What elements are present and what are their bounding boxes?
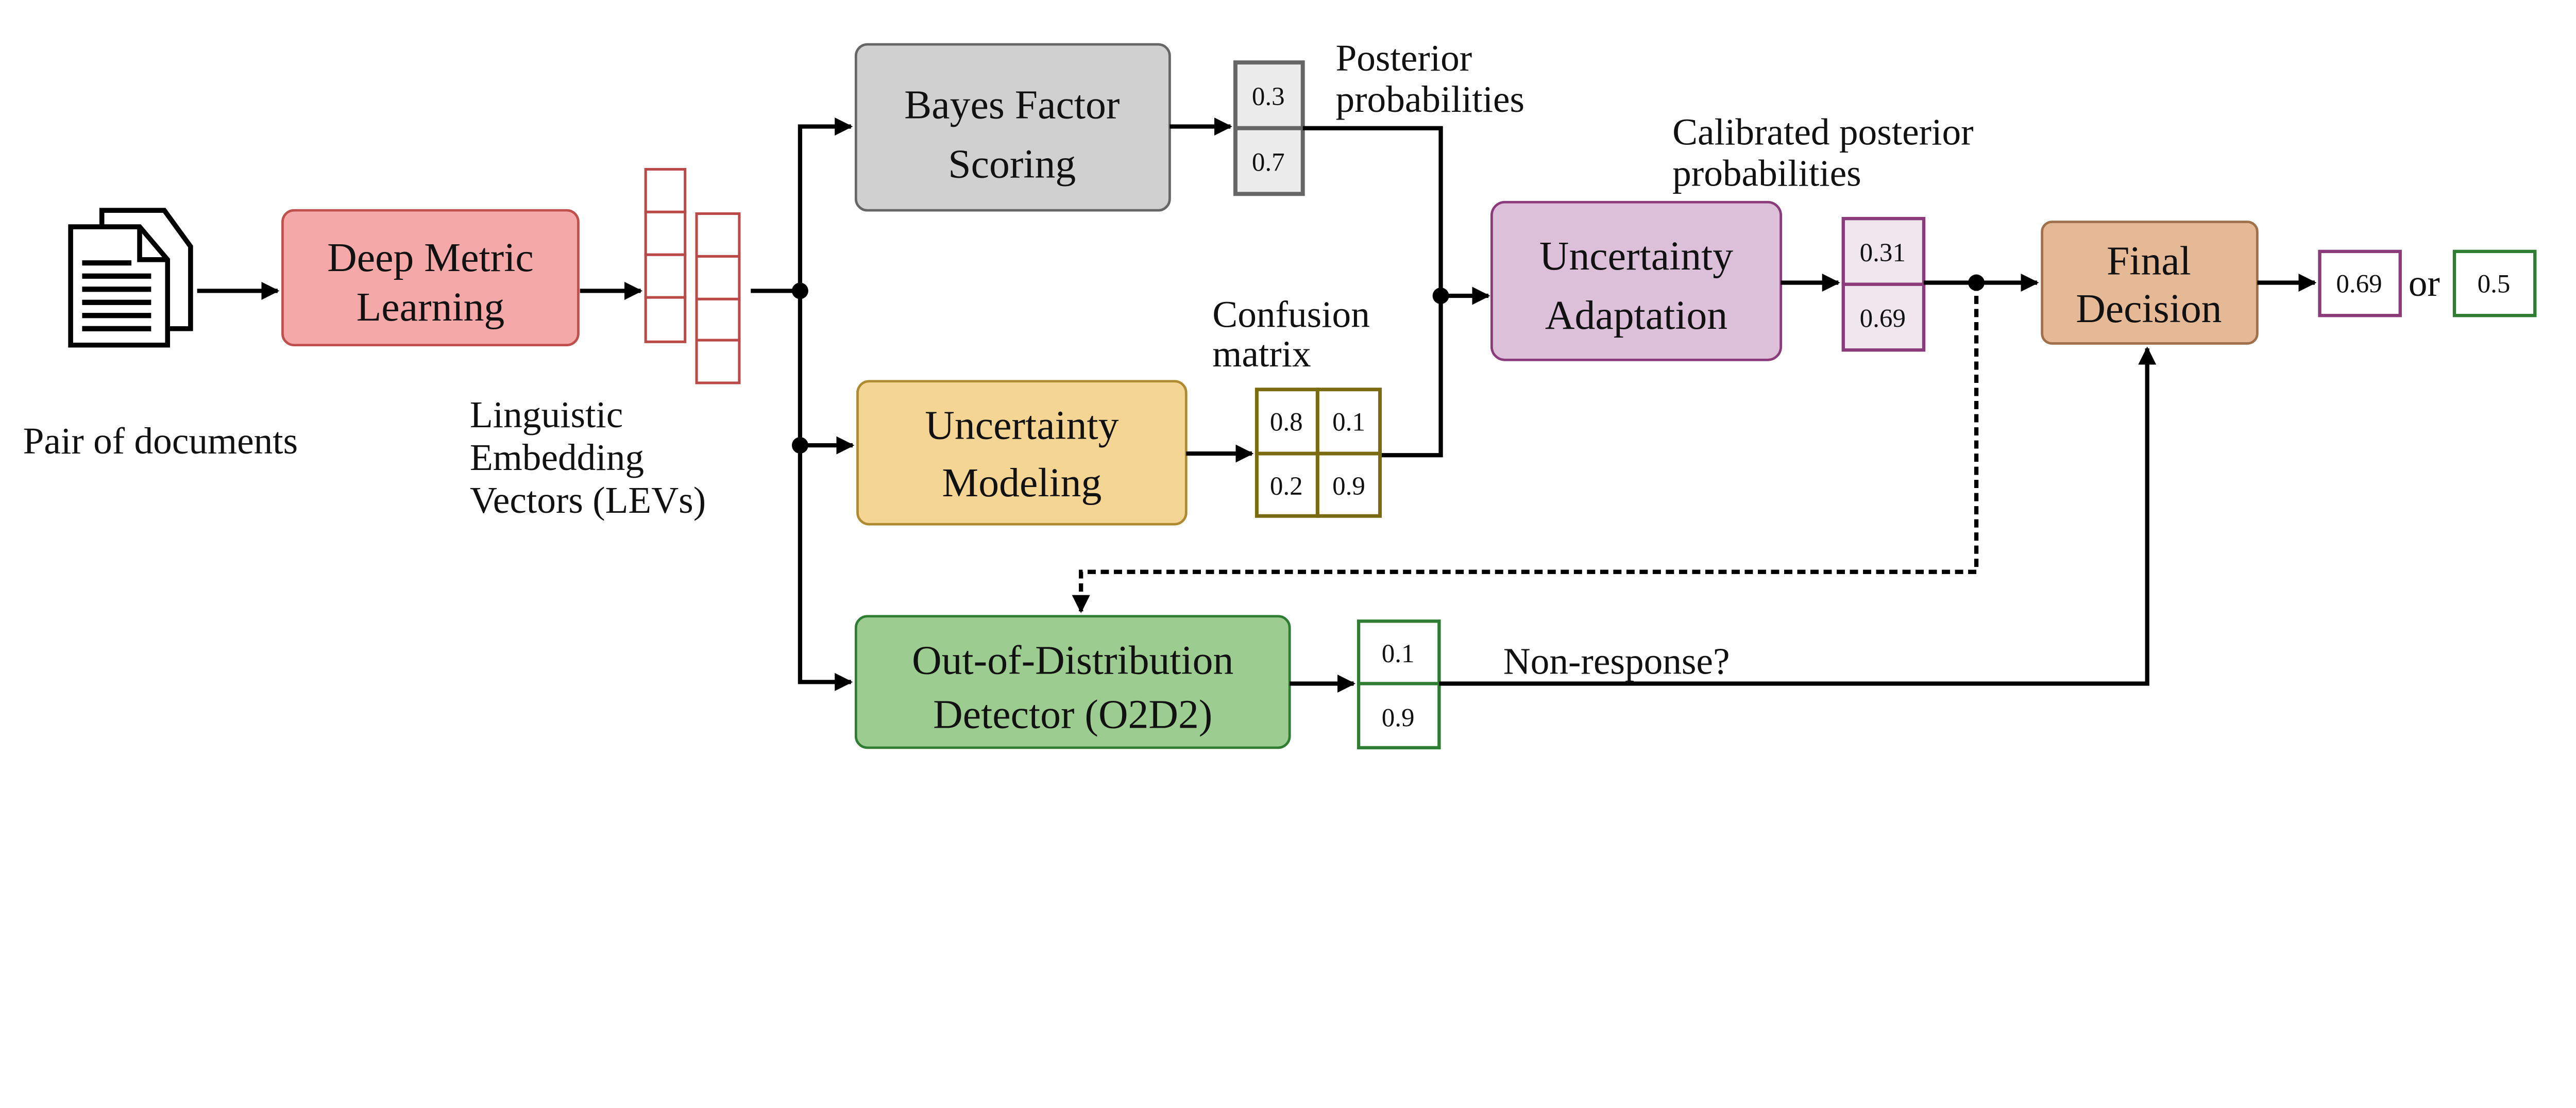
pair-of-documents-label: Pair of documents — [23, 420, 298, 462]
svg-text:Uncertainty: Uncertainty — [1539, 233, 1733, 279]
box-label: Deep Metric — [327, 235, 534, 280]
posterior-probabilities-label: Posterior probabilities — [1335, 37, 1524, 120]
documents-icon — [68, 208, 193, 348]
svg-text:probabilities: probabilities — [1335, 78, 1524, 120]
svg-text:0.8: 0.8 — [1270, 408, 1303, 437]
svg-text:0.9: 0.9 — [1382, 703, 1415, 732]
svg-text:0.1: 0.1 — [1382, 640, 1415, 668]
uncertainty-adaptation-box: Uncertainty Adaptation — [1490, 200, 1783, 361]
calibrated-probabilities-label: Calibrated posterior probabilities — [1672, 111, 1973, 194]
pipeline-diagram: Pair of documents Deep Metric Learning L… — [23, 37, 2537, 750]
ood-detector-box: Out-of-Distribution Detector (O2D2) — [854, 615, 1291, 749]
svg-text:Adaptation: Adaptation — [1545, 293, 1727, 338]
levs-label: Linguistic Embedding Vectors (LEVs) — [470, 394, 706, 521]
svg-text:Posterior: Posterior — [1335, 37, 1472, 79]
svg-text:Vectors (LEVs): Vectors (LEVs) — [470, 479, 706, 521]
svg-text:Detector (O2D2): Detector (O2D2) — [933, 692, 1212, 737]
confusion-matrix-label: Confusion matrix — [1212, 294, 1370, 375]
ood-probabilities-vector: 0.1 0.9 — [1357, 619, 1441, 750]
calibrated-probabilities-vector: 0.31 0.69 — [1841, 216, 1926, 352]
posterior-probabilities-vector: 0.3 0.7 — [1233, 60, 1305, 196]
svg-text:Scoring: Scoring — [948, 141, 1076, 187]
bayes-factor-scoring-box: Bayes Factor Scoring — [854, 43, 1171, 212]
output-values: 0.69 or 0.5 — [2318, 249, 2537, 317]
confusion-matrix: 0.8 0.1 0.2 0.9 — [1255, 388, 1382, 518]
svg-text:0.69: 0.69 — [1860, 305, 1906, 333]
svg-text:Modeling: Modeling — [942, 460, 1101, 506]
svg-text:Linguistic: Linguistic — [470, 394, 623, 435]
svg-text:Bayes Factor: Bayes Factor — [904, 82, 1120, 128]
non-response-label: Non-response? — [1503, 640, 1730, 682]
box-label: Learning — [357, 284, 505, 330]
deep-metric-learning-box: Deep Metric Learning — [281, 209, 580, 347]
svg-text:0.9: 0.9 — [1332, 472, 1365, 501]
svg-text:Final: Final — [2107, 239, 2191, 284]
embedding-vectors — [644, 167, 741, 384]
svg-text:0.1: 0.1 — [1332, 408, 1365, 437]
svg-text:Confusion: Confusion — [1212, 294, 1370, 335]
uncertainty-modeling-box: Uncertainty Modeling — [856, 380, 1188, 526]
final-decision-box: Final Decision — [2041, 221, 2259, 345]
svg-text:matrix: matrix — [1212, 333, 1311, 375]
svg-text:or: or — [2409, 262, 2440, 304]
svg-text:Out-of-Distribution: Out-of-Distribution — [912, 637, 1233, 683]
svg-text:Decision: Decision — [2076, 286, 2222, 331]
svg-text:Uncertainty: Uncertainty — [925, 402, 1118, 448]
svg-text:Embedding: Embedding — [470, 437, 644, 478]
svg-text:0.5: 0.5 — [2478, 270, 2511, 299]
svg-text:0.7: 0.7 — [1252, 148, 1285, 177]
svg-text:0.69: 0.69 — [2336, 270, 2382, 299]
dashed-arrow — [1072, 282, 1979, 613]
svg-text:Calibrated posterior: Calibrated posterior — [1672, 111, 1973, 153]
svg-text:0.2: 0.2 — [1270, 472, 1303, 501]
svg-text:0.3: 0.3 — [1252, 82, 1285, 111]
svg-text:probabilities: probabilities — [1672, 152, 1861, 194]
svg-text:0.31: 0.31 — [1860, 239, 1906, 267]
